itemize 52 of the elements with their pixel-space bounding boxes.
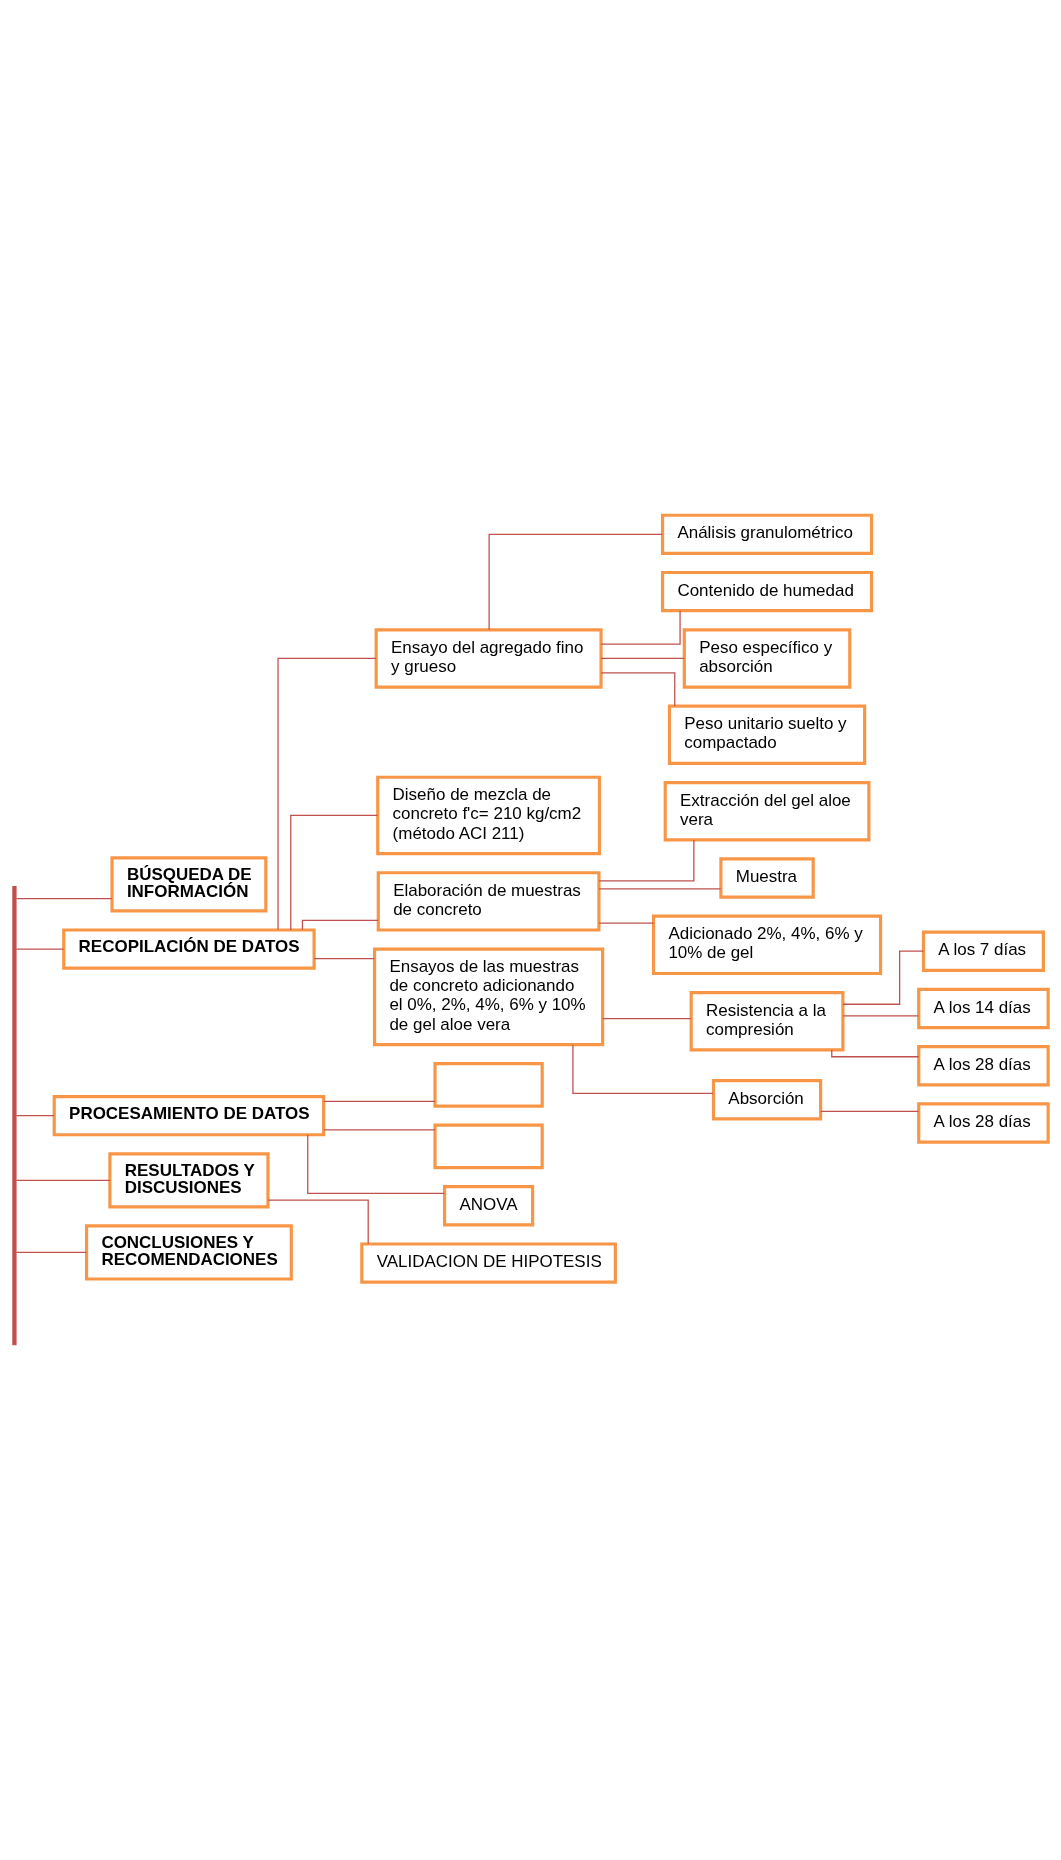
- connector: [277, 657, 377, 931]
- node-box: A los 28 días: [917, 1102, 1050, 1144]
- connector: [15, 898, 113, 900]
- connector: [488, 533, 663, 631]
- node-box: Elaboración de muestras de concreto: [376, 871, 601, 932]
- node-box: [433, 1062, 544, 1108]
- connector: [15, 1251, 88, 1254]
- connector: [290, 814, 379, 931]
- connector: [15, 1115, 55, 1117]
- node-box: Ensayo del agregado fino y grueso: [374, 628, 603, 689]
- connector: [572, 1044, 714, 1094]
- node-box: Extracción del gel aloe vera: [663, 780, 871, 842]
- connector: [842, 1015, 920, 1017]
- node-box: RECOPILACIÓN DE DATOS: [62, 928, 316, 970]
- node-box: ANOVA: [443, 1185, 535, 1227]
- node-box: Peso específico y absorción: [682, 628, 852, 689]
- node-box: VALIDACION DE HIPOTESIS: [360, 1242, 617, 1284]
- node-box: BÚSQUEDA DE INFORMACIÓN: [110, 856, 268, 913]
- connector: [602, 1017, 692, 1020]
- node-box: Diseño de mezcla de concreto f'c= 210 kg/cm2 (método ACI 211): [376, 775, 602, 856]
- node-box: Adicionado 2%, 4%, 6% y 10% de gel: [651, 914, 883, 976]
- connector: [267, 1199, 369, 1245]
- connector: [15, 1179, 111, 1181]
- connector: [598, 888, 722, 890]
- connector: [301, 919, 379, 931]
- node-box: [433, 1123, 544, 1170]
- node-box: Absorción: [711, 1079, 823, 1121]
- connector: [820, 1110, 919, 1113]
- node-box: A los 28 días: [917, 1045, 1050, 1087]
- node-box: A los 14 días: [917, 987, 1050, 1030]
- node-box: Contenido de humedad: [660, 570, 874, 613]
- connector: [600, 657, 685, 660]
- node-box: Análisis granulométrico: [660, 513, 874, 555]
- connector: [323, 1100, 436, 1102]
- node-box: Resistencia a la compresión: [689, 991, 845, 1052]
- connector: [598, 839, 695, 882]
- node-bar: [12, 886, 17, 1346]
- node-box: Muestra: [719, 857, 815, 899]
- connector: [600, 672, 676, 707]
- node-box: CONCLUSIONES Y RECOMENDACIONES: [84, 1224, 293, 1281]
- connector: [313, 958, 375, 960]
- node-box: Peso unitario suelto y compactado: [667, 704, 867, 766]
- connector: [598, 922, 655, 924]
- connector: [323, 1129, 436, 1131]
- node-box: RESULTADOS Y DISCUSIONES: [108, 1152, 270, 1209]
- connector: [15, 948, 65, 950]
- node-box: PROCESAMIENTO DE DATOS: [52, 1094, 326, 1137]
- connector: [831, 1049, 920, 1058]
- connector: [600, 610, 681, 645]
- node-box: Ensayos de las muestras de concreto adicionando el 0%, 2%, 4%, 6% y 10% de gel aloe vera: [373, 947, 605, 1047]
- connector: [307, 1134, 445, 1195]
- node-box: A los 7 días: [921, 930, 1045, 972]
